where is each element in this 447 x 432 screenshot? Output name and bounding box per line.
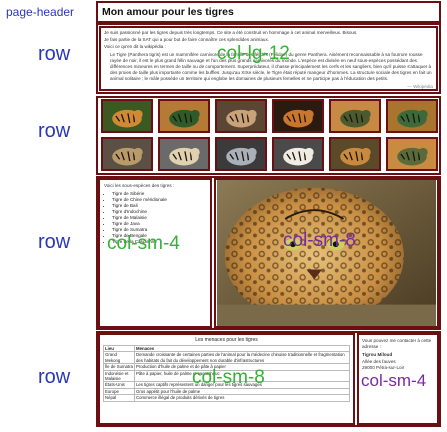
tiger-thumbnail[interactable]: [101, 99, 153, 133]
cell-menace: Commerce illégal de produits dérivés de …: [134, 394, 350, 402]
table-header-row: Lieu Menaces: [103, 344, 350, 353]
gallery-row: [96, 96, 441, 175]
row-label-1: row: [38, 43, 71, 65]
list-item: Tigre de Java: [112, 221, 206, 227]
intro-paragraph-2: Je fais partie de la SAT qui a pour but …: [104, 37, 270, 43]
list-item: Tigre de Malaisie: [112, 215, 206, 221]
row-label-4: row: [38, 366, 71, 388]
list-item: Tigre de Sumatra: [112, 227, 206, 233]
tiger-thumbnail[interactable]: [158, 99, 210, 133]
wikipedia-quote: Le Tigre (Panthera tigris) est un mammif…: [110, 51, 432, 82]
tiger-thumbnail[interactable]: [158, 137, 210, 171]
page-header: Mon amour pour les tigres: [96, 1, 441, 23]
jaguar-photo: [217, 180, 436, 326]
row-label-3: row: [38, 231, 71, 253]
col-lg-12-label: col-lg-12: [217, 43, 290, 64]
jaguar-photo-column: [214, 178, 439, 328]
cell-lieu: Île de Sumatra: [103, 363, 135, 371]
intro-column: Je suis passionné par les tigres depuis …: [99, 26, 438, 91]
tiger-thumbnail[interactable]: [386, 137, 438, 171]
list-item: Tigre de Bali: [112, 203, 206, 209]
intro-paragraph-1: Je suis passionné par les tigres depuis …: [104, 30, 358, 35]
quote-source: — Wikipédia: [407, 83, 433, 89]
cell-lieu: Grand Mekong: [103, 351, 135, 365]
subspecies-column: Voici les sous-espèces des tigres : Tigr…: [98, 178, 212, 328]
contact-name: Tigrou Miloud: [362, 352, 393, 358]
contact-street: Allée des fauves: [362, 358, 396, 364]
tiger-thumbnail[interactable]: [215, 99, 267, 133]
subspecies-heading: Voici les sous-espèces des tigres :: [104, 183, 175, 188]
list-item: Tigre d'Indochine: [112, 209, 206, 215]
tiger-thumbnail[interactable]: [101, 137, 153, 171]
page-title: Mon amour pour les tigres: [102, 6, 234, 18]
tiger-thumbnail[interactable]: [329, 137, 381, 171]
cell-menace: Les tigres captifs représentent un dange…: [134, 381, 350, 389]
intro-paragraph-3: Voici ce qu'en dit la wikipédia :: [104, 44, 166, 50]
page-header-label: page-header: [6, 5, 75, 19]
col-sm-4-label-left: col-sm-4: [107, 233, 180, 254]
menaces-title: Les menaces pour les tigres: [195, 337, 258, 343]
list-item: Tigre de Bengale: [112, 233, 206, 239]
list-item: Tigre de Sibérie: [112, 191, 206, 197]
tiger-thumbnail[interactable]: [329, 99, 381, 133]
contact-column: Vous pouvez me contacter à cette adresse…: [357, 333, 439, 425]
subspecies-list: Tigre de Sibérie Tigre de Chine méridion…: [104, 191, 206, 245]
tiger-thumbnail[interactable]: [215, 137, 267, 171]
contact-city: 29000 Pétra-sur-Loir: [362, 364, 405, 370]
intro-row: Je suis passionné par les tigres depuis …: [96, 23, 441, 94]
cell-menace: Demande croissante de certaines parties …: [134, 351, 350, 365]
col-sm-8-label-top: col-sm-8: [283, 230, 356, 251]
list-item: Tigre de la Caspienne: [112, 239, 206, 245]
tiger-thumbnail[interactable]: [272, 99, 324, 133]
contact-intro: Vous pouvez me contacter à cette adresse…: [362, 338, 432, 350]
cell-menace: Production d'huile de palme et de pâte à…: [134, 363, 350, 371]
column-header-menaces: Menaces: [134, 344, 350, 353]
tiger-thumbnail[interactable]: [386, 99, 438, 133]
menaces-column: Les menaces pour les tigres Lieu Menaces…: [98, 333, 355, 425]
tiger-thumbnail[interactable]: [272, 137, 324, 171]
list-item: Tigre de Chine méridionale: [112, 197, 206, 203]
row-label-2: row: [38, 120, 71, 142]
cell-lieu: Indonésie et Malaisie: [103, 369, 135, 383]
col-sm-4-label-right: col-sm-4: [361, 371, 427, 390]
cell-lieu: Népal: [103, 394, 135, 402]
col-sm-8-label-bottom: col-sm-8: [192, 367, 265, 388]
